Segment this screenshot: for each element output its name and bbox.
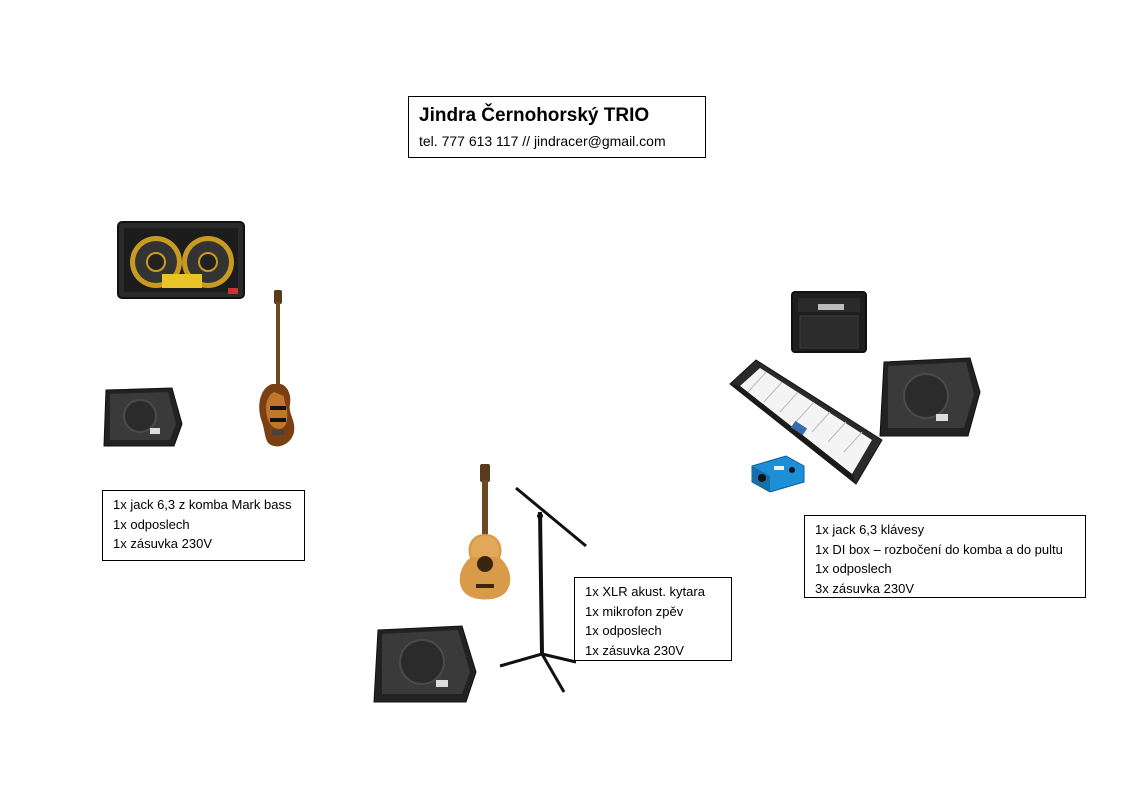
keys-station-list: 1x jack 6,3 klávesy 1x DI box – rozbočen… — [804, 515, 1086, 598]
list-item: 3x zásuvka 230V — [815, 580, 915, 596]
list-item: 1x odposlech — [113, 516, 190, 532]
band-title: Jindra Černohorský TRIO — [419, 105, 650, 126]
list-item: 1x XLR akust. kytara — [585, 584, 705, 599]
contact-line: tel. 777 613 117 // jindracer@gmail.com — [419, 133, 666, 149]
acoustic-station-list: 1x XLR akust. kytara 1x mikrofon zpěv 1x… — [574, 577, 732, 661]
list-item: 1x mikrofon zpěv — [585, 603, 684, 619]
monitor-wedge-icon — [100, 384, 186, 450]
keyboard-amp-icon — [790, 290, 870, 356]
bass-guitar-icon — [252, 288, 302, 450]
header-box: Jindra Černohorský TRIO tel. 777 613 117… — [408, 96, 706, 158]
bass-cabinet-icon — [116, 220, 248, 302]
list-item: 1x DI box – rozbočení do komba a do pult… — [815, 541, 1063, 557]
list-item: 1x odposlech — [815, 561, 892, 576]
list-item: 1x zásuvka 230V — [113, 536, 213, 551]
list-item: 1x jack 6,3 klávesy — [815, 522, 925, 537]
di-box-icon — [748, 452, 808, 494]
mic-stand-icon — [498, 484, 590, 698]
list-item: 1x odposlech — [585, 623, 662, 638]
monitor-wedge-icon — [370, 622, 480, 706]
list-item: 1x jack 6,3 z komba Mark bass — [113, 497, 292, 512]
bass-station-list: 1x jack 6,3 z komba Mark bass 1x odposle… — [102, 490, 305, 561]
list-item: 1x zásuvka 230V — [585, 642, 685, 658]
keyboard-icon — [726, 356, 884, 486]
acoustic-guitar-icon — [452, 462, 518, 604]
monitor-wedge-icon — [876, 352, 982, 440]
